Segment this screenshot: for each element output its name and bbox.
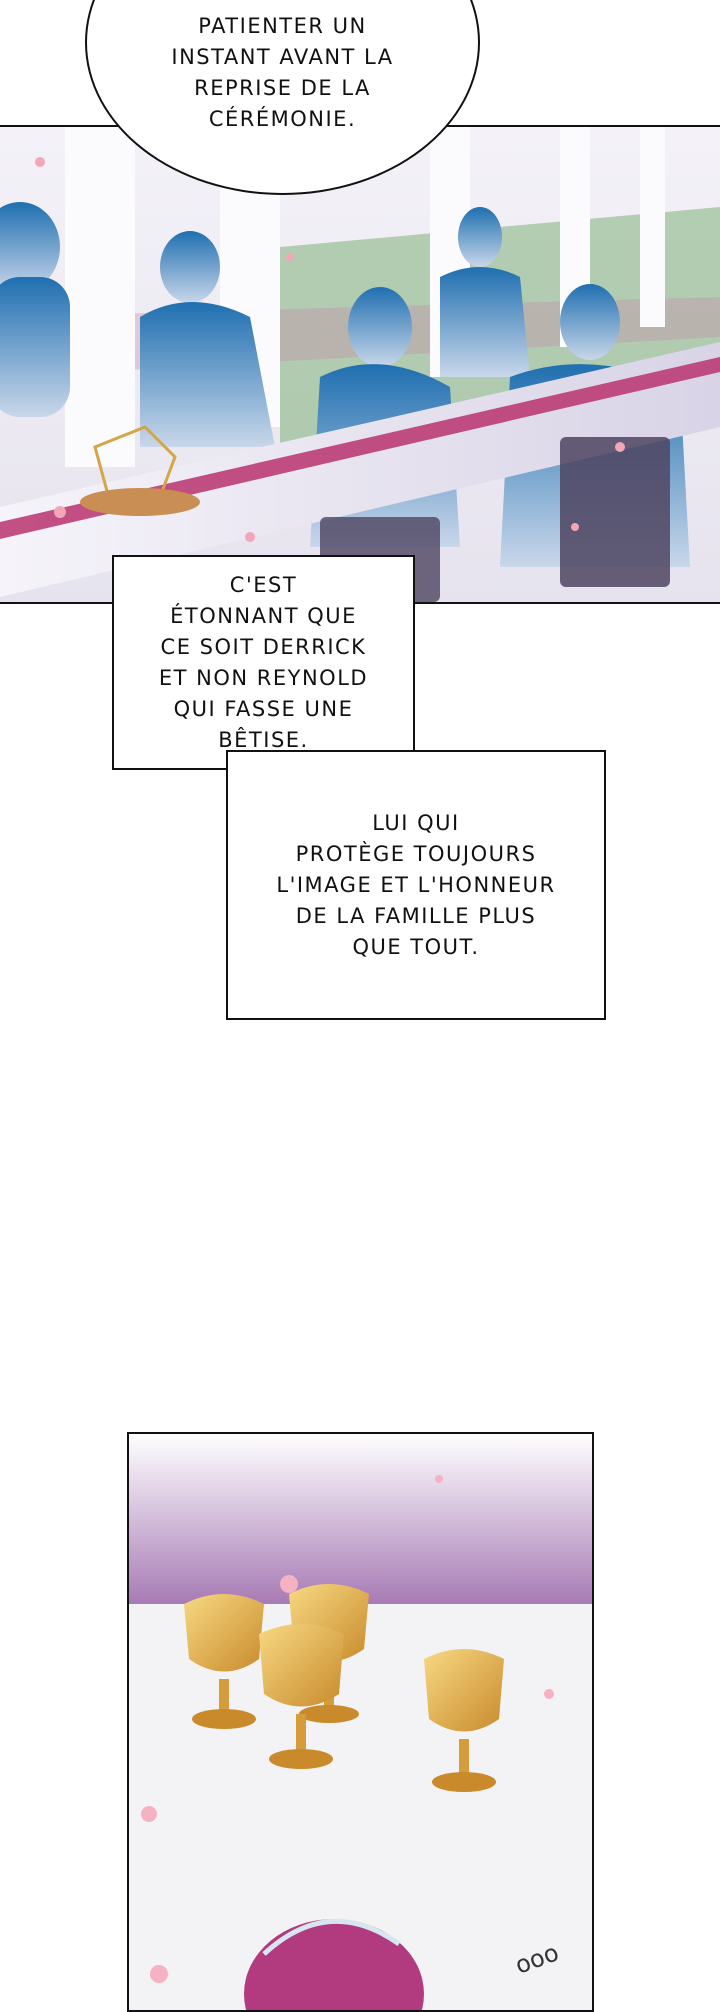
goblet-icon [424,1649,504,1792]
goblets-illustration: ooo [129,1434,592,2010]
goblet-icon [184,1594,264,1729]
goblets-panel: ooo [127,1432,594,2012]
narration-box-first: C'EST ÉTONNANT QUE CE SOIT DERRICK ET NO… [112,555,415,770]
banquet-panel [0,125,720,604]
speech-bubble-text: PATIENTER UN INSTANT AVANT LA REPRISE DE… [171,14,394,131]
goblet-icon [259,1624,344,1769]
narration-text-second: LUI QUI PROTÈGE TOUJOURS L'IMAGE ET L'HO… [276,810,556,959]
banquet-illustration [0,127,720,602]
narration-box-second: LUI QUI PROTÈGE TOUJOURS L'IMAGE ET L'HO… [226,750,606,1020]
narration-text-first: C'EST ÉTONNANT QUE CE SOIT DERRICK ET NO… [158,572,369,752]
